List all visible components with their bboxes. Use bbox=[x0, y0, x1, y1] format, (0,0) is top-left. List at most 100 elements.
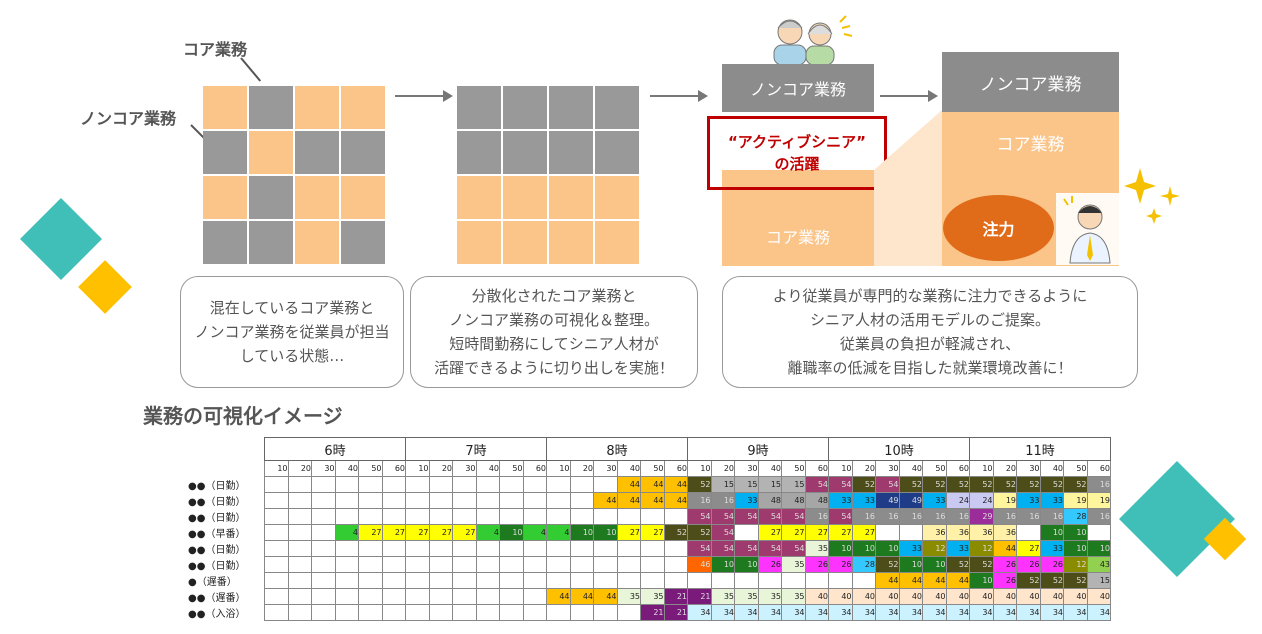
schedule-cell bbox=[358, 556, 383, 573]
schedule-cell: 15 bbox=[710, 476, 735, 493]
schedule-cell bbox=[593, 556, 618, 573]
schedule-cell bbox=[264, 540, 289, 557]
schedule-cell bbox=[616, 604, 641, 621]
schedule-cell: 54 bbox=[757, 540, 782, 557]
schedule-cell: 21 bbox=[687, 588, 712, 605]
employee-icon bbox=[1056, 193, 1120, 265]
schedule-cell bbox=[522, 604, 547, 621]
minute-header-cell: 40 bbox=[475, 460, 500, 477]
schedule-cell: 35 bbox=[804, 540, 829, 557]
schedule-cell: 34 bbox=[992, 604, 1017, 621]
active-senior-tag-line1: “アクティブシニア” bbox=[727, 133, 867, 151]
schedule-cell: 27 bbox=[640, 524, 665, 541]
schedule-cell: 40 bbox=[1063, 588, 1088, 605]
schedule-cell bbox=[264, 476, 289, 493]
schedule-cell bbox=[475, 540, 500, 557]
schedule-cell: 54 bbox=[804, 476, 829, 493]
schedule-cell bbox=[452, 476, 477, 493]
schedule-cell bbox=[452, 604, 477, 621]
minute-header-cell: 50 bbox=[781, 460, 806, 477]
schedule-cell: 33 bbox=[898, 540, 923, 557]
schedule-cell bbox=[757, 572, 782, 589]
schedule-cell bbox=[428, 556, 453, 573]
schedule-cell bbox=[334, 476, 359, 493]
schedule-cell: 52 bbox=[851, 476, 876, 493]
noncore-work-label: ノンコア業務 bbox=[80, 109, 177, 128]
schedule-cell bbox=[475, 556, 500, 573]
schedule-cell: 54 bbox=[828, 508, 853, 525]
schedule-cell bbox=[593, 572, 618, 589]
schedule-cell: 44 bbox=[640, 476, 665, 493]
schedule-cell: 49 bbox=[898, 492, 923, 509]
schedule-title: 業務の可視化イメージ bbox=[143, 404, 343, 428]
hour-header: 10時 bbox=[828, 437, 970, 461]
arrow-2 bbox=[650, 90, 708, 102]
stage3-noncore-box: ノンコア業務 bbox=[722, 64, 874, 112]
stage3-core-box: コア業務 bbox=[722, 170, 874, 266]
schedule-cell: 34 bbox=[1063, 604, 1088, 621]
schedule-cell: 16 bbox=[992, 508, 1017, 525]
schedule-cell bbox=[781, 572, 806, 589]
active-senior-tag: “アクティブシニア” の活躍 bbox=[707, 116, 887, 190]
schedule-cell: 16 bbox=[945, 508, 970, 525]
schedule-cell bbox=[287, 508, 312, 525]
schedule-cell bbox=[734, 524, 759, 541]
schedule-cell: 54 bbox=[710, 508, 735, 525]
schedule-cell: 27 bbox=[781, 524, 806, 541]
hour-header-row: 6時 7時 8時 9時 10時 11時 bbox=[180, 437, 1111, 461]
minute-header-cell: 60 bbox=[522, 460, 547, 477]
schedule-cell bbox=[687, 572, 712, 589]
schedule-cell: 52 bbox=[1063, 572, 1088, 589]
schedule-cell bbox=[358, 540, 383, 557]
schedule-cell bbox=[663, 508, 688, 525]
staff-label: ●●（日勤） bbox=[188, 545, 246, 556]
minute-header-cell: 20 bbox=[287, 460, 312, 477]
teal-diamond-left bbox=[19, 197, 103, 281]
minute-header-cell: 60 bbox=[804, 460, 829, 477]
description-line: より従業員が専門的な業務に注力できるように bbox=[772, 287, 1088, 305]
staff-label: ●（遅番） bbox=[188, 577, 237, 588]
schedule-cell bbox=[381, 508, 406, 525]
minute-header-cell: 60 bbox=[1086, 460, 1111, 477]
schedule-cell bbox=[499, 572, 524, 589]
schedule-cell: 43 bbox=[1086, 556, 1111, 573]
senior-couple-icon bbox=[773, 15, 853, 66]
schedule-cell: 34 bbox=[969, 604, 994, 621]
schedule-cell: 15 bbox=[757, 476, 782, 493]
schedule-cell bbox=[287, 540, 312, 557]
schedule-cell: 26 bbox=[757, 556, 782, 573]
description-line: ノンコア業務を従業員が担当 bbox=[194, 323, 390, 341]
schedule-cell bbox=[640, 540, 665, 557]
schedule-cell: 26 bbox=[992, 572, 1017, 589]
schedule-cell: 12 bbox=[1063, 556, 1088, 573]
schedule-cell: 19 bbox=[992, 492, 1017, 509]
schedule-cell bbox=[522, 492, 547, 509]
schedule-cell: 16 bbox=[1086, 476, 1111, 493]
description-line: 活躍できるように切り出しを実施！ bbox=[434, 359, 674, 377]
schedule-cell: 26 bbox=[1016, 556, 1041, 573]
schedule-cell bbox=[546, 604, 571, 621]
schedule-cell bbox=[475, 492, 500, 509]
schedule-cell: 44 bbox=[616, 492, 641, 509]
schedule-cell bbox=[428, 476, 453, 493]
schedule-cell bbox=[546, 492, 571, 509]
schedule-cell bbox=[381, 604, 406, 621]
schedule-cell: 52 bbox=[687, 476, 712, 493]
schedule-cell: 27 bbox=[428, 524, 453, 541]
schedule-cell: 10 bbox=[969, 572, 994, 589]
schedule-cell: 44 bbox=[992, 540, 1017, 557]
schedule-cell bbox=[334, 508, 359, 525]
schedule-cell: 26 bbox=[804, 556, 829, 573]
minute-header-cell: 40 bbox=[1039, 460, 1064, 477]
staff-label: ●●（遅番） bbox=[188, 593, 246, 604]
schedule-cell: 40 bbox=[1016, 588, 1041, 605]
schedule-cell bbox=[428, 492, 453, 509]
schedule-cell: 44 bbox=[875, 572, 900, 589]
minute-header-cell: 30 bbox=[734, 460, 759, 477]
schedule-cell bbox=[452, 572, 477, 589]
